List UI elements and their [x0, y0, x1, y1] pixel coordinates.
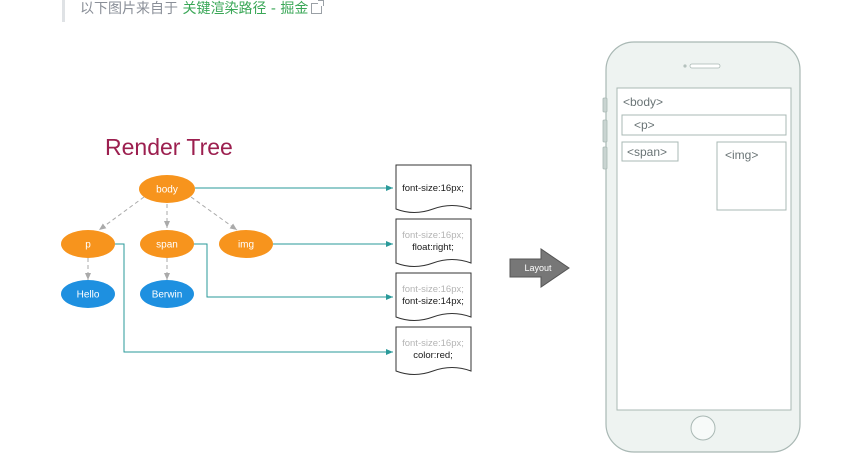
layout-arrow: Layout	[509, 248, 570, 288]
phone-screen	[616, 87, 792, 411]
style-doc-2-own: float:right;	[412, 242, 454, 253]
phone-span-label: <span>	[627, 145, 667, 159]
style-doc-3: font-size:16px; font-size:14px;	[395, 272, 472, 321]
style-doc-3-own: font-size:14px;	[402, 296, 464, 307]
style-connectors	[115, 185, 393, 355]
node-span: span	[140, 230, 194, 258]
node-p-label: p	[85, 240, 91, 251]
source-prefix: 以下图片来自于	[80, 1, 178, 17]
style-doc-4-own: color:red;	[413, 350, 453, 361]
phone-p-box	[621, 114, 787, 136]
node-body-label: body	[156, 185, 178, 196]
phone-side-button-2	[602, 119, 608, 143]
style-doc-4-inherited: font-size:16px;	[402, 338, 464, 349]
style-doc-3-inherited: font-size:16px;	[402, 284, 464, 295]
edge-body-img	[190, 196, 238, 231]
node-body: body	[139, 175, 195, 203]
style-doc-1: font-size:16px;	[395, 164, 472, 213]
connector-p	[115, 243, 393, 355]
node-span-label: span	[156, 240, 178, 251]
phone-body-label: <body>	[623, 95, 663, 109]
connector-span	[193, 243, 393, 300]
phone-speaker-icon	[689, 63, 721, 69]
node-hello-label: Hello	[77, 290, 100, 301]
node-hello: Hello	[61, 280, 115, 308]
phone-camera-icon	[683, 64, 687, 68]
style-doc-2-inherited: font-size:16px;	[402, 230, 464, 241]
style-doc-4: font-size:16px; color:red;	[395, 326, 472, 375]
node-img-label: img	[238, 240, 254, 251]
phone-mockup: <body> <p> <span> <img>	[602, 41, 801, 453]
phone-home-button-icon	[690, 415, 716, 441]
phone-img-box	[716, 141, 787, 211]
phone-span-box	[621, 141, 679, 162]
diagram-title: Render Tree	[105, 134, 233, 160]
edge-body-p	[98, 196, 145, 231]
node-p: p	[61, 230, 115, 258]
phone-side-button-3	[602, 146, 608, 170]
node-berwin: Berwin	[140, 280, 194, 308]
style-doc-1-own: font-size:16px;	[402, 183, 464, 194]
phone-side-button-1	[602, 97, 608, 113]
style-doc-2: font-size:16px; float:right;	[395, 218, 472, 267]
phone-img-label: <img>	[725, 148, 758, 162]
source-link[interactable]: 关键渲染路径 - 掘金	[182, 1, 309, 17]
blockquote-bar	[62, 0, 65, 22]
node-berwin-label: Berwin	[152, 290, 183, 301]
image-source-note: 以下图片来自于 关键渲染路径 - 掘金	[80, 0, 325, 18]
node-img: img	[219, 230, 273, 258]
tree-edges	[85, 196, 238, 280]
phone-p-label: <p>	[634, 118, 655, 132]
external-link-icon[interactable]	[311, 0, 325, 14]
layout-label: Layout	[524, 263, 552, 273]
